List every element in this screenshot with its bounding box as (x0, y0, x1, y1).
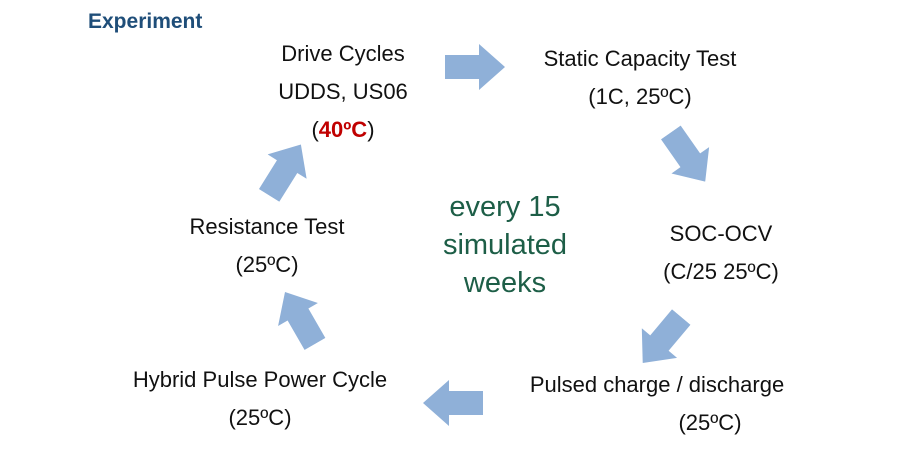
step-label: Pulsed charge / discharge (529, 372, 785, 397)
step-label: Resistance Test (189, 214, 345, 239)
arrow-right-icon (445, 44, 505, 90)
step-detail: (25ºC) (678, 410, 742, 435)
arrow-up-right-icon (258, 144, 307, 202)
paren: ) (367, 117, 375, 142)
step-temp: (40ºC) (278, 111, 408, 149)
step-hppc: Hybrid Pulse Power Cycle (25ºC) (133, 361, 387, 437)
step-drive-cycles: Drive Cycles UDDS, US06 (40ºC) (278, 35, 408, 149)
step-detail: UDDS, US06 (278, 79, 408, 104)
step-detail: (25ºC) (235, 252, 299, 277)
arrow-down-left-icon (641, 309, 691, 363)
interval-line: every 15 (449, 191, 561, 223)
step-resistance: Resistance Test (25ºC) (190, 208, 345, 284)
interval-line: weeks (463, 267, 547, 299)
step-pulsed: Pulsed charge / discharge (25ºC) (530, 366, 784, 442)
diagram-title: Experiment (88, 10, 203, 33)
step-detail: (25ºC) (228, 405, 292, 430)
paren: ( (311, 117, 319, 142)
arrow-down-right-icon (660, 125, 710, 182)
step-soc-ocv: SOC-OCV (C/25 25ºC) (663, 215, 779, 291)
arrow-left-icon (423, 380, 483, 426)
temp-highlight: 40ºC (318, 117, 368, 142)
arrow-up-left-icon (278, 292, 326, 350)
cycle-interval: every 15 simulated weeks (443, 188, 567, 302)
step-detail: (1C, 25ºC) (588, 84, 692, 109)
step-label: Hybrid Pulse Power Cycle (132, 367, 388, 392)
step-detail: (C/25 25ºC) (663, 259, 779, 284)
step-label: Static Capacity Test (543, 46, 737, 71)
step-label: SOC-OCV (669, 221, 773, 246)
step-label: Drive Cycles (281, 41, 405, 66)
interval-line: simulated (442, 229, 568, 261)
step-static-capacity: Static Capacity Test (1C, 25ºC) (544, 40, 737, 116)
